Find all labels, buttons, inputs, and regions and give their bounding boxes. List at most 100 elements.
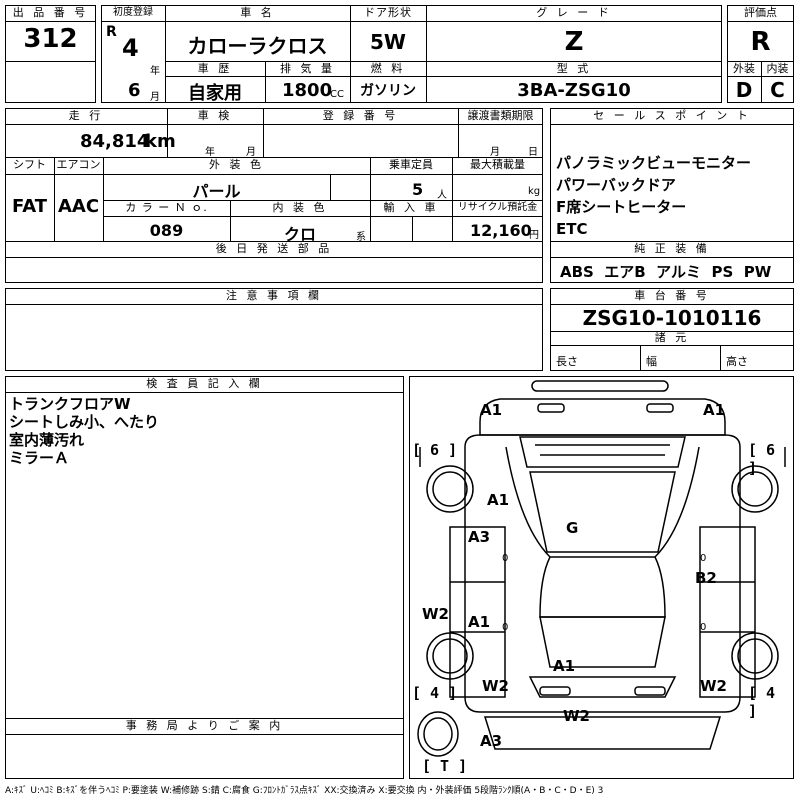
mileage-unit: km	[145, 131, 176, 152]
lot-number-box	[5, 5, 96, 103]
tire-spare: [ T ]	[422, 757, 468, 775]
door-label: ドア形状	[364, 6, 412, 19]
zero-mark: 0	[700, 553, 707, 564]
car-name: カローラクロス	[187, 34, 328, 58]
history-label: 車 歴	[197, 62, 233, 75]
rating-box	[727, 5, 794, 103]
transfer-day-unit: 日	[528, 147, 538, 158]
genuine-equipment: ABS エアB アルミ PS PW	[560, 263, 772, 281]
ext-color: パール	[192, 182, 241, 201]
damage-mark: A3	[480, 732, 503, 750]
displacement: 1800	[282, 80, 333, 101]
era: R	[106, 24, 117, 40]
interior-label: 内装	[766, 62, 789, 75]
inspector-label: 検 査 員 記 入 欄	[146, 377, 263, 390]
color-no: 089	[149, 221, 184, 240]
door-type: 5W	[370, 30, 406, 54]
damage-mark: W2	[422, 605, 449, 623]
inspection-month-unit: 月	[246, 147, 256, 158]
tire-fl: [ 6 ]	[412, 441, 458, 459]
legend: A:ｷｽﾞ U:ﾍｺﾐ B:ｷｽﾞを伴うﾍｺﾐ P:要塗装 W:補修跡 S:錆 …	[5, 786, 604, 796]
displacement-label: 排 気 量	[280, 62, 335, 75]
year-unit: 年	[150, 66, 160, 77]
capacity: 5	[412, 180, 424, 199]
transfer-label: 譲渡書類期限	[467, 109, 534, 122]
int-color: クロ	[283, 225, 316, 244]
exterior-rating: D	[735, 78, 753, 102]
damage-mark: G	[566, 519, 579, 537]
damage-diagram: A1 A1 A1 A3 G B2 W2 A1 A1 W2 W2 W2 A3 [ …	[409, 376, 794, 779]
spec-width: 幅	[646, 355, 657, 368]
inspector-line: ミラーＡ	[9, 449, 70, 467]
damage-mark: B2	[695, 569, 717, 587]
aircon: AAC	[57, 196, 100, 217]
damage-mark: A1	[553, 657, 576, 675]
recycle-fee: 12,160	[470, 221, 532, 240]
recycle-label: リサイクル預託金	[457, 202, 538, 213]
details-table	[5, 108, 543, 283]
overall-rating: R	[750, 27, 771, 57]
inspector-line: トランクフロアW	[9, 395, 131, 413]
rating-label: 評価点	[744, 6, 777, 19]
sales-points-label: セ ー ル ス ポ イ ン ト	[593, 109, 751, 122]
sales-point: ETC	[556, 220, 588, 238]
model-code: 3BA-ZSG10	[517, 80, 631, 101]
sales-point: F席シートヒーター	[556, 198, 687, 216]
first-reg-label: 初度登録	[113, 7, 153, 18]
zero-mark: 0	[700, 622, 707, 633]
import-label: 輸 入 車	[383, 201, 439, 214]
recycle-unit: 円	[529, 230, 539, 241]
aircon-label: エアコン	[56, 158, 101, 171]
damage-mark: W2	[482, 677, 509, 695]
damage-mark: A1	[703, 401, 726, 419]
ext-color-label: 外 装 色	[209, 158, 264, 171]
max-load-unit: kg	[528, 186, 541, 197]
zero-mark: 0	[502, 553, 509, 564]
damage-mark: W2	[563, 707, 590, 725]
tire-fr: [ 6 ]	[748, 441, 776, 477]
reg-year: 4	[122, 34, 139, 62]
notes-label: 注 意 事 項 欄	[226, 289, 322, 302]
inspector-line: 室内薄汚れ	[9, 431, 85, 449]
shift: FAT	[11, 196, 48, 217]
chassis-label: 車 台 番 号	[634, 289, 710, 302]
inspection-year-unit: 年	[205, 147, 215, 158]
shift-label: シフト	[13, 158, 46, 171]
max-load-label: 最大積載量	[470, 158, 525, 171]
lot-number: 312	[23, 24, 78, 54]
spec-height: 高さ	[726, 355, 748, 368]
specs-label: 諸 元	[654, 331, 690, 344]
history: 自家用	[188, 83, 242, 104]
model-label: 型 式	[556, 62, 592, 75]
tire-rr: [ 4 ]	[748, 684, 776, 720]
inspector-line: シートしみ小、へたり	[9, 413, 160, 431]
genuine-label: 純 正 装 備	[634, 242, 710, 255]
chassis-number: ZSG10-1010116	[582, 306, 762, 330]
sales-points-list: パノラミックビューモニター パワーバックドア F席シートヒーター ETC	[556, 152, 751, 240]
tire-rl: [ 4 ]	[412, 684, 458, 702]
transfer-month-unit: 月	[490, 147, 500, 158]
interior-rating: C	[770, 78, 785, 102]
damage-mark: A1	[487, 491, 510, 509]
capacity-label: 乗車定員	[389, 158, 433, 171]
exterior-label: 外装	[733, 62, 755, 75]
car-name-label: 車 名	[240, 6, 275, 19]
damage-mark: A1	[480, 401, 503, 419]
inspector-notes: トランクフロアW シートしみ小、へたり 室内薄汚れ ミラーＡ	[9, 395, 159, 467]
registration-label: 登 録 番 号	[322, 109, 399, 122]
sales-point: パノラミックビューモニター	[556, 154, 752, 172]
zero-mark: 0	[502, 622, 509, 633]
fuel-label: 燃 料	[370, 62, 406, 75]
inspector-box	[5, 376, 404, 779]
notes-box	[5, 288, 543, 371]
mileage: 84,814	[80, 131, 150, 152]
inspection-label: 車 検	[197, 109, 233, 122]
month-unit: 月	[150, 92, 160, 103]
lot-number-label: 出 品 番 号	[12, 6, 89, 19]
later-parts-label: 後 日 発 送 部 品	[215, 242, 333, 255]
fuel: ガソリン	[360, 83, 416, 99]
vehicle-header-box	[101, 5, 722, 103]
damage-mark: A3	[468, 528, 491, 546]
capacity-unit: 人	[437, 190, 447, 201]
damage-mark: A1	[468, 613, 491, 631]
